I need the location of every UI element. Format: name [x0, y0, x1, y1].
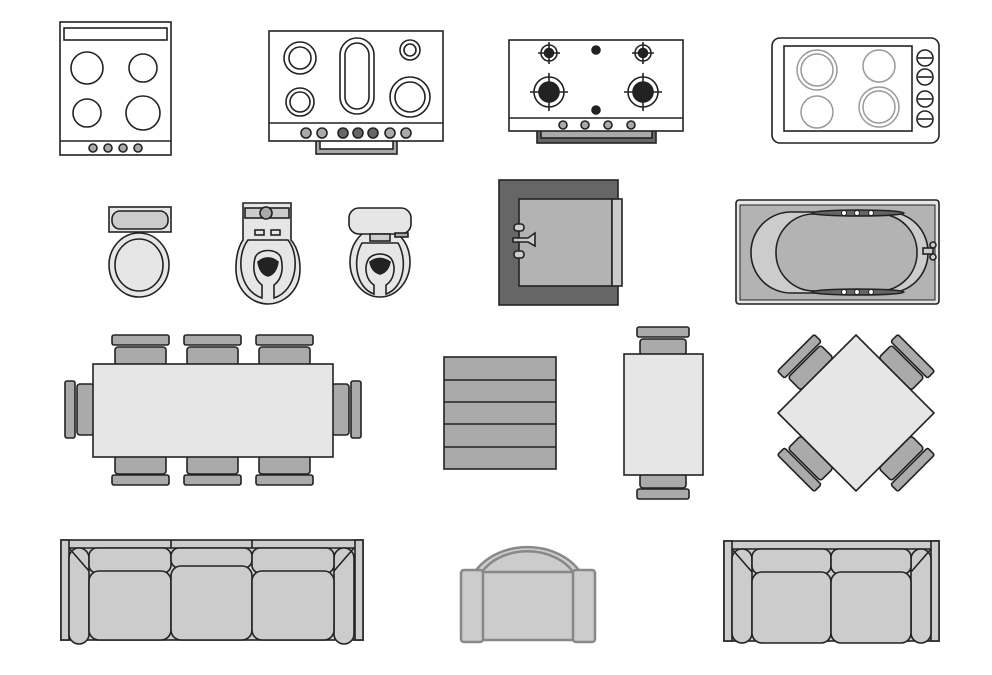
dining-chairs-bottom	[111, 455, 314, 486]
bathtub-icon	[735, 199, 940, 305]
armchair-icon	[459, 545, 597, 644]
toilet-icon	[108, 206, 172, 298]
three-seat-sofa-icon	[60, 539, 364, 645]
square-table-icon	[776, 333, 936, 493]
two-seat-sofa-icon	[723, 540, 940, 644]
toilet-round-icon	[348, 207, 412, 298]
dining-chairs-top	[111, 334, 314, 366]
stove-five-burner-icon	[268, 30, 444, 155]
dining-table-icon	[64, 334, 362, 486]
toilet-elongated-icon	[235, 202, 301, 305]
stairs-icon	[443, 356, 557, 470]
shower-stall-icon	[498, 179, 623, 306]
cooktop-icon	[771, 37, 940, 144]
electric-stove-icon	[59, 21, 172, 156]
two-seat-table-icon	[623, 326, 704, 500]
gas-stove-icon	[508, 39, 684, 144]
